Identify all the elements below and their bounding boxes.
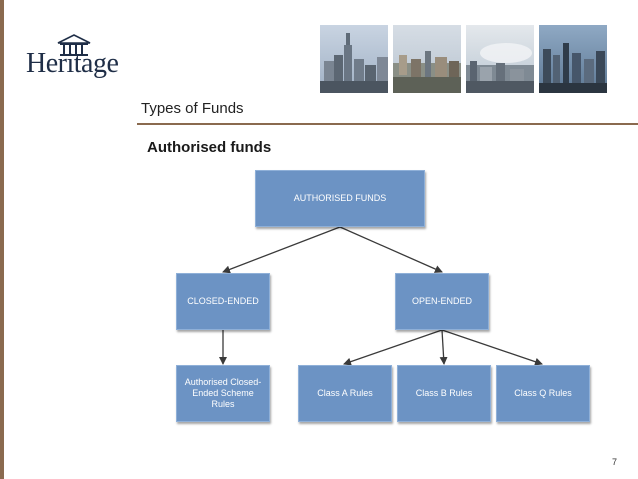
city-skyline-photo xyxy=(393,25,461,93)
logo-wordmark: Heritage xyxy=(26,48,119,79)
node-closed-ended-scheme-rules: Authorised Closed-Ended Scheme Rules xyxy=(176,365,270,422)
city-skyline-photo xyxy=(539,25,607,93)
connector-arrow xyxy=(343,329,443,366)
node-class-q-rules: Class Q Rules xyxy=(496,365,590,422)
temple-icon xyxy=(57,34,91,56)
slide-title: Types of Funds xyxy=(141,100,244,117)
city-skyline-photo xyxy=(466,25,534,93)
brand-side-bar xyxy=(0,0,4,479)
connector-arrow xyxy=(439,329,448,365)
node-class-a-rules: Class A Rules xyxy=(298,365,392,422)
city-skyline-photo xyxy=(320,25,388,93)
page-number: 7 xyxy=(612,457,618,467)
node-closed-ended: CLOSED-ENDED xyxy=(176,273,270,330)
slide-subtitle: Authorised funds xyxy=(147,139,272,156)
heritage-logo: Heritage xyxy=(26,34,128,84)
node-open-ended: OPEN-ENDED xyxy=(395,273,489,330)
node-class-b-rules: Class B Rules xyxy=(397,365,491,422)
connector-arrow xyxy=(441,329,543,366)
header-photo-strip xyxy=(320,25,610,93)
connector-arrow xyxy=(222,226,341,274)
node-authorised-funds: AUTHORISED FUNDS xyxy=(255,170,425,227)
connector-arrow xyxy=(339,226,443,273)
title-divider xyxy=(137,123,638,125)
